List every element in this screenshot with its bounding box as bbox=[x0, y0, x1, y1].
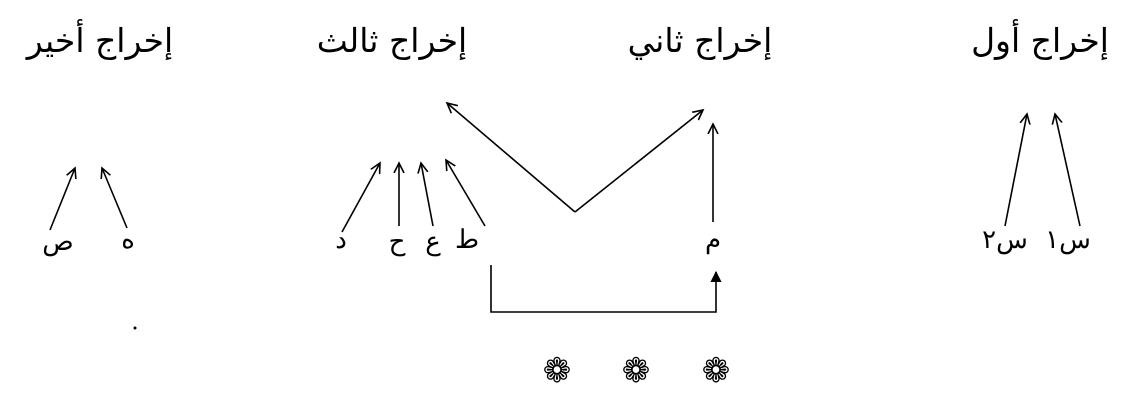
letter-ain: ع bbox=[425, 227, 441, 257]
heading-first-output: إخراج أول bbox=[971, 19, 1109, 61]
letter-s2: س٢ bbox=[982, 225, 1028, 255]
octagram-flower-icon: ❁ bbox=[702, 351, 731, 391]
octagram-flower-icon: ❁ bbox=[622, 351, 651, 391]
arrow-s1-to-first bbox=[1055, 114, 1081, 227]
letter-sad: ص bbox=[42, 227, 73, 257]
arrow-t-to-third bbox=[446, 160, 486, 227]
letter-s1: س١ bbox=[1045, 225, 1091, 255]
feedback-bracket bbox=[490, 265, 716, 313]
heading-second-output: إخراج ثاني bbox=[628, 21, 773, 61]
letter-h: ح bbox=[389, 227, 406, 257]
arrow-ha-to-last bbox=[102, 168, 128, 229]
letter-ha: ه bbox=[121, 225, 135, 255]
arrow-ain-to-third bbox=[421, 163, 434, 227]
arrow-apex-to-third bbox=[447, 103, 576, 213]
stray-dot bbox=[133, 326, 137, 330]
heading-third-output: إخراج ثالث bbox=[317, 21, 467, 61]
arrow-s2-to-first bbox=[1004, 114, 1027, 227]
octagram-flower-icon: ❁ bbox=[543, 351, 572, 391]
letter-t: ط bbox=[455, 225, 479, 255]
arrow-d-to-third bbox=[341, 163, 380, 233]
arrow-apex-to-second bbox=[574, 110, 703, 213]
heading-last-output: إخراج أخير bbox=[25, 19, 173, 61]
arrow-sad-to-last bbox=[49, 168, 75, 231]
letter-d: د bbox=[335, 225, 347, 255]
letter-m: م bbox=[705, 225, 721, 255]
